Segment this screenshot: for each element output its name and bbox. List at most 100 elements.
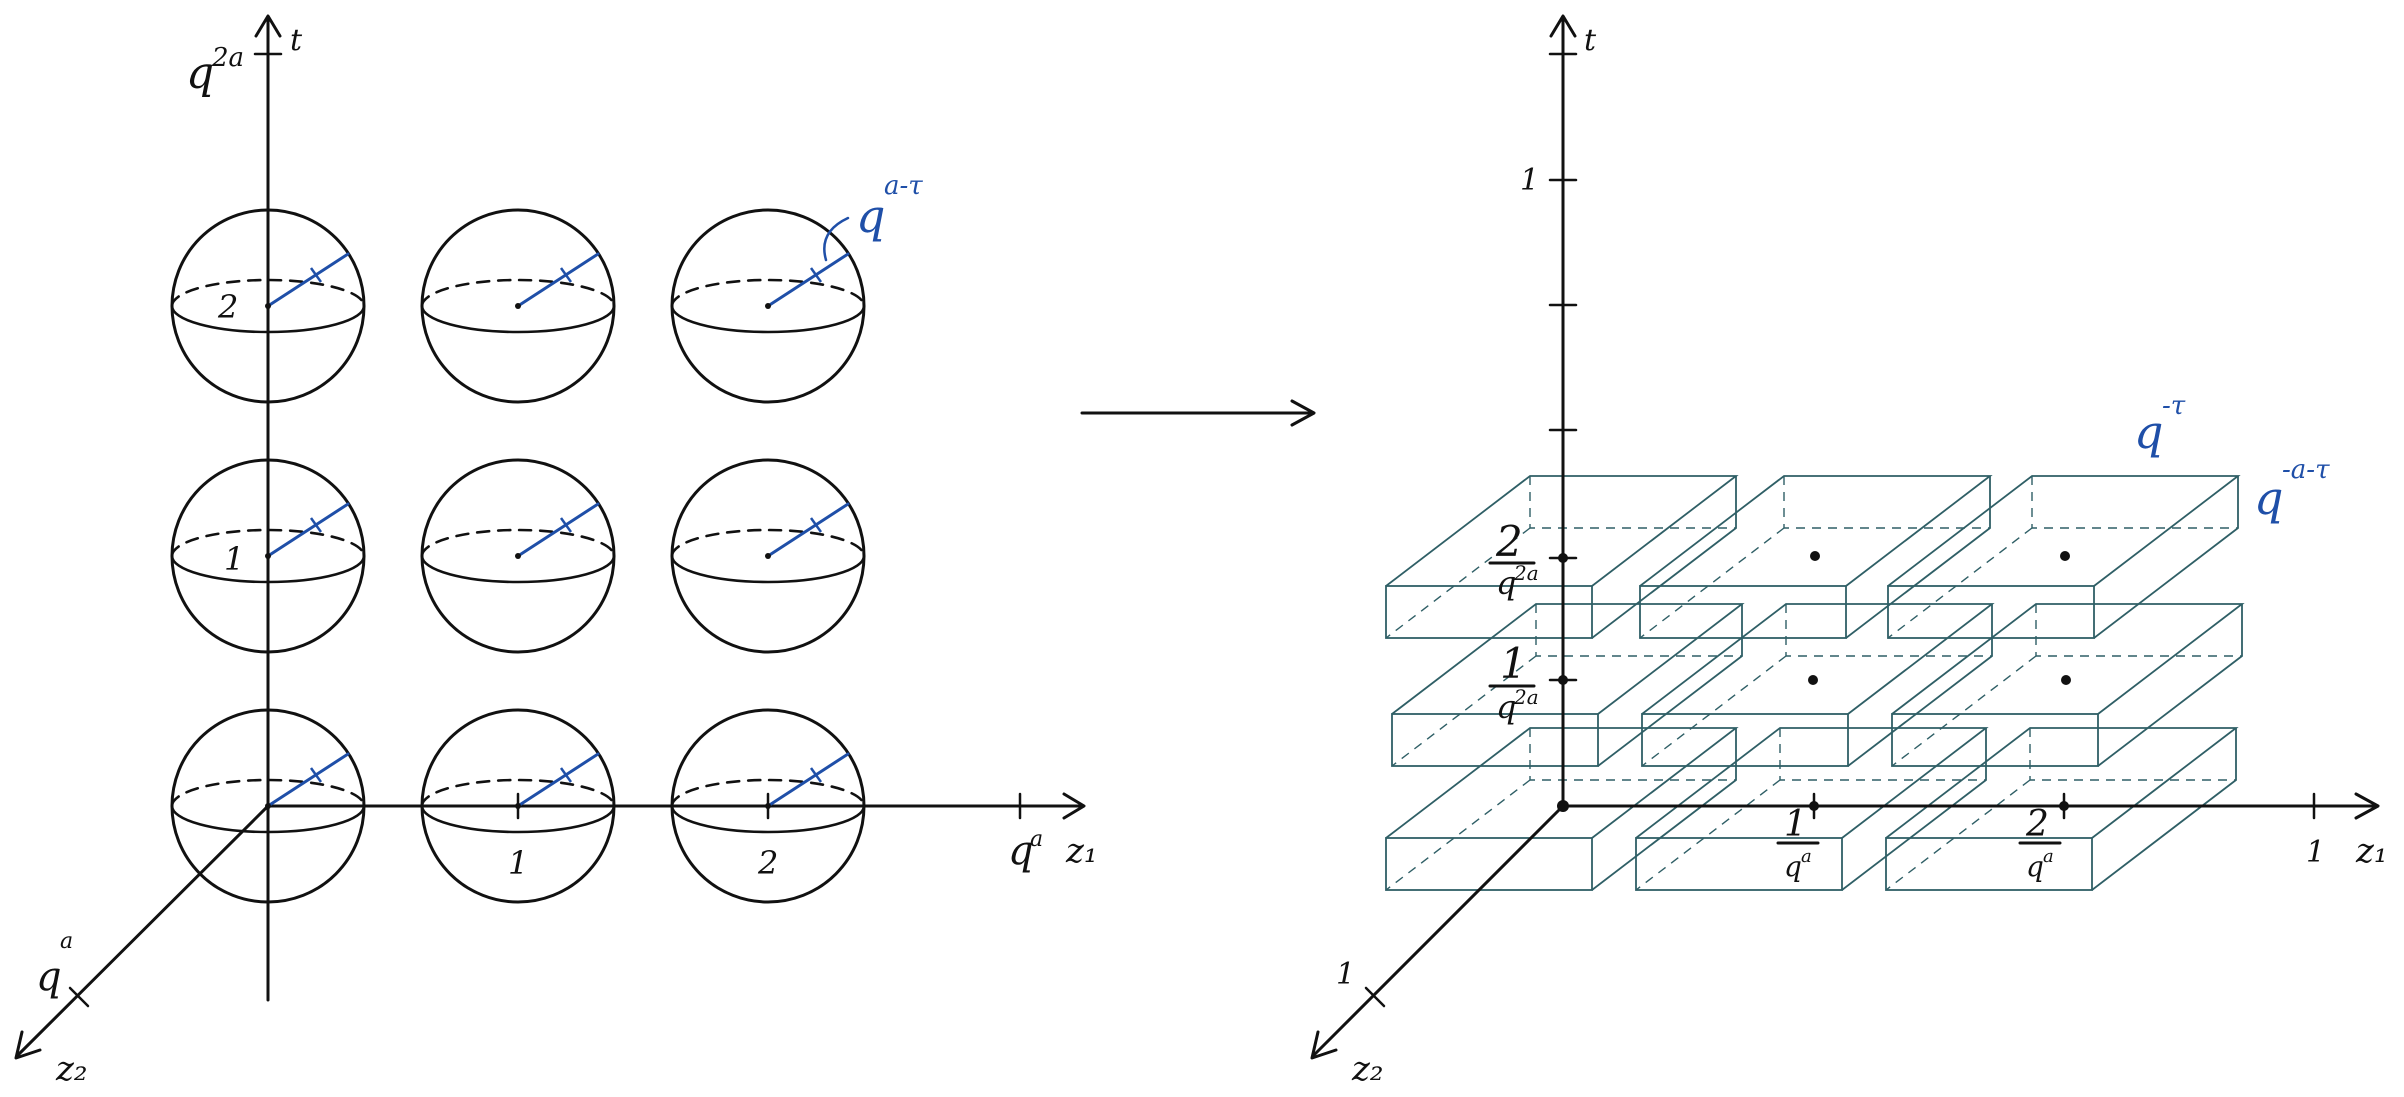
sphere-center — [515, 553, 521, 559]
box-l0-c0 — [1385, 727, 1739, 891]
sphere-equator-front — [170, 554, 366, 584]
sphere-radius-tick — [809, 267, 823, 283]
right-col-label-1: 1 q a — [1776, 804, 1820, 883]
sphere-radius — [266, 252, 350, 308]
left-z2-tick-base: q — [36, 954, 62, 1000]
layer-label-1-denominator-base: q — [1496, 688, 1516, 726]
sphere-r0-c0 — [170, 208, 366, 404]
thickness-annotation: q -τ — [2134, 391, 2186, 459]
sphere-equator-front — [420, 554, 616, 584]
right-z2-arrowhead — [1310, 1030, 1338, 1060]
box-hidden-edges — [2031, 476, 2238, 529]
box-l1-c1 — [1641, 603, 1995, 767]
sphere-radius — [516, 252, 600, 308]
box-side-face — [1597, 604, 1743, 767]
col-label-2-denominator-exp: a — [2043, 846, 2054, 867]
sphere-radius — [516, 502, 600, 558]
left-t-arrowhead — [254, 14, 282, 38]
right-z2-axis-label: z₂ — [1351, 1049, 1384, 1089]
box-side-face — [2091, 728, 2237, 891]
sphere-r1-c1 — [420, 458, 616, 654]
right-z1-arrowhead — [2354, 792, 2380, 820]
sphere-equator-front — [170, 304, 366, 334]
sphere-equator-front — [420, 304, 616, 334]
box-hidden-edges — [1529, 728, 1736, 781]
right-z2-axis — [1312, 804, 1565, 1057]
sphere-radius — [516, 752, 600, 808]
box-hidden-edge — [1641, 655, 1787, 767]
box-hidden-edges — [1529, 476, 1736, 529]
box-side-face — [1591, 476, 1737, 639]
box-l2-c1 — [1639, 475, 1993, 639]
width-annotation-base: q — [2254, 471, 2283, 525]
box-side-face — [1841, 728, 1987, 891]
box-hidden-edge — [1635, 779, 1781, 891]
right-t-axis-label: t — [1584, 23, 1597, 58]
col-label-1-numerator: 1 — [1784, 804, 1807, 845]
box-l1-c0 — [1391, 603, 1745, 767]
sphere-radius-tick — [559, 267, 573, 283]
box-side-face — [2093, 476, 2239, 639]
left-col-label-2: 2 — [757, 844, 778, 882]
left-z2-tick-label: q a — [36, 929, 73, 1000]
box-front-face — [1635, 837, 1843, 891]
sphere-grid — [170, 208, 866, 904]
box-l2-c2 — [1887, 475, 2241, 639]
box-hidden-edge — [1385, 527, 1531, 639]
box-hidden-edge — [1887, 527, 2033, 639]
col-label-1-denominator-exp: a — [1801, 846, 1812, 867]
col-label-1-denominator-base: q — [1784, 850, 1802, 883]
sphere-center — [765, 553, 771, 559]
right-t-point-1 — [1558, 675, 1568, 685]
sphere-equator-front — [670, 304, 866, 334]
left-t-axis-label: t — [290, 23, 303, 58]
sphere-center — [265, 803, 271, 809]
box-hidden-edges — [1535, 604, 1742, 657]
box-hidden-edges — [1779, 728, 1986, 781]
col-label-2-numerator: 2 — [2025, 804, 2049, 845]
layer-label-2-denominator-base: q — [1496, 564, 1516, 602]
box-front-face — [1887, 585, 2095, 639]
right-col-label-2: 2 q a — [2018, 804, 2062, 883]
box-top-face — [1887, 475, 2241, 587]
sphere-radius-tick — [309, 267, 323, 283]
right-t-arrowhead — [1549, 14, 1577, 38]
box-front-face — [1385, 585, 1593, 639]
sphere-equator-back — [420, 528, 616, 558]
right-z2-tick — [1364, 986, 1386, 1008]
left-z2-tick-exp: a — [60, 929, 73, 954]
radius-annotation-exp: a-τ — [884, 171, 923, 201]
left-z1-tick-exp: a — [1030, 827, 1043, 852]
box-top-face — [1391, 603, 1745, 715]
sphere-center — [515, 303, 521, 309]
box-center-point-l2-0 — [1810, 551, 1820, 561]
box-l0-c1 — [1635, 727, 1989, 891]
sphere-equator-front — [670, 554, 866, 584]
box-side-face — [1845, 476, 1991, 639]
right-z1-end-label: 1 — [2306, 835, 2325, 870]
sphere-equator-back — [170, 278, 366, 308]
right-z1-point-1 — [1809, 801, 1819, 811]
box-hidden-edge — [1385, 779, 1531, 891]
box-top-face — [1891, 603, 2245, 715]
sphere-radius-tick — [309, 517, 323, 533]
right-z1-axis-label: z₁ — [2355, 831, 2388, 871]
box-top-face — [1385, 475, 1739, 587]
sphere-r2-c2 — [670, 708, 866, 904]
sphere-r1-c2 — [670, 458, 866, 654]
sphere-radius — [266, 752, 350, 808]
width-annotation-exp: -a-τ — [2282, 455, 2330, 485]
thickness-annotation-exp: -τ — [2162, 391, 2186, 421]
sphere-radius — [266, 502, 350, 558]
left-z2-tick — [68, 986, 90, 1008]
left-z2-arrowhead — [14, 1030, 42, 1060]
layer-label-1-denominator-exp: 2a — [1513, 685, 1539, 709]
box-front-face — [1885, 837, 2093, 891]
box-front-face — [1641, 713, 1849, 767]
right-layer-label-2: 2 q 2a — [1488, 517, 1539, 602]
sphere-equator-back — [170, 778, 366, 808]
box-center-point-l1-0 — [1808, 675, 1818, 685]
box-hidden-edges — [2029, 728, 2236, 781]
box-grid — [1385, 475, 2245, 891]
sphere-radius-tick — [559, 517, 573, 533]
